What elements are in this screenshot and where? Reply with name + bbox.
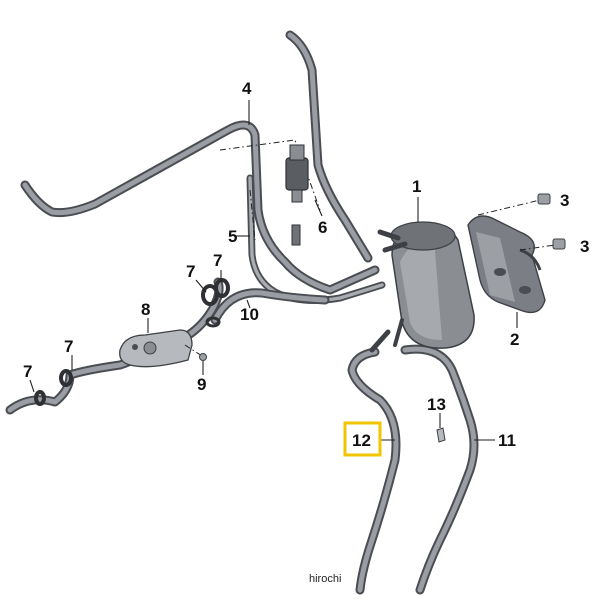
hose-10 xyxy=(210,288,330,325)
callout-8: 8 xyxy=(141,300,150,319)
hose-12 xyxy=(347,347,401,595)
callout-5: 5 xyxy=(228,227,237,246)
callout-12-highlight[interactable]: 12 xyxy=(343,421,382,457)
clamp-7 xyxy=(34,278,230,406)
hose-11 xyxy=(400,344,479,595)
callout-7-a: 7 xyxy=(186,262,195,281)
callout-9: 9 xyxy=(197,375,206,394)
screw-9 xyxy=(184,344,207,361)
callout-4: 4 xyxy=(242,79,252,98)
vent-hose-top xyxy=(285,30,373,263)
callout-7-c: 7 xyxy=(64,337,73,356)
callout-3-lower: 3 xyxy=(580,237,589,256)
hose-4 xyxy=(20,120,380,295)
callout-3-upper: 3 xyxy=(560,191,569,210)
callout-1: 1 xyxy=(412,177,421,196)
leader-lines xyxy=(29,100,518,441)
callout-13: 13 xyxy=(427,395,446,414)
hose-valve-link xyxy=(175,277,224,345)
callout-7-b: 7 xyxy=(213,251,222,270)
valve-6 xyxy=(219,139,321,246)
callout-7-d: 7 xyxy=(23,362,32,381)
clip-13 xyxy=(436,427,446,443)
callout-10: 10 xyxy=(240,305,259,324)
callout-2: 2 xyxy=(510,330,519,349)
watermark: hirochi xyxy=(309,573,341,585)
callout-11: 11 xyxy=(498,431,516,450)
valve-body-8 xyxy=(119,329,193,368)
charcoal-canister xyxy=(369,221,475,353)
bolt-3-lower xyxy=(519,238,566,251)
callout-6: 6 xyxy=(318,218,327,237)
bolt-3-upper xyxy=(477,193,551,216)
canister-bracket xyxy=(467,215,546,314)
callout-12: 12 xyxy=(352,431,371,450)
